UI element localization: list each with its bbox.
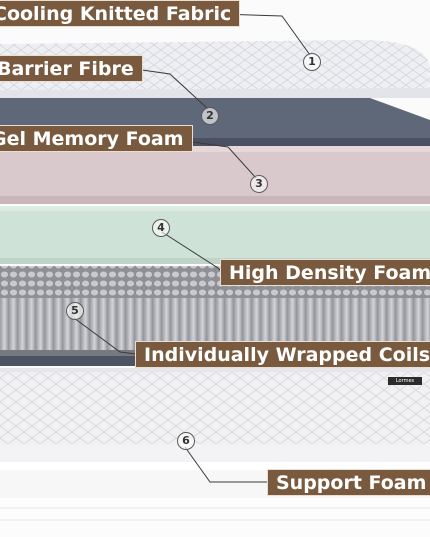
layer-number-badge: 1 bbox=[303, 53, 321, 71]
layer-label-memory-foam: Gel Memory Foam bbox=[0, 125, 193, 152]
quilted-base-layer bbox=[0, 368, 430, 444]
layer-number-badge: 2 bbox=[201, 107, 219, 125]
layer-label-wrapped-coils: Individually Wrapped Coils bbox=[135, 341, 430, 368]
layer-number-badge: 3 bbox=[250, 175, 268, 193]
leader-line-5 bbox=[73, 317, 137, 355]
high-density-foam-layer bbox=[0, 206, 430, 262]
layer-label-high-density-foam: High Density Foam bbox=[220, 259, 430, 286]
layer-label-barrier-fibre: Barrier Fibre bbox=[0, 55, 143, 82]
memory-foam-layer bbox=[0, 146, 430, 202]
layer-number-badge: 6 bbox=[177, 432, 195, 450]
layer-number-badge: 4 bbox=[152, 219, 170, 237]
layer-label-cooling-fabric: Cooling Knitted Fabric bbox=[0, 0, 241, 27]
brand-tag: Lormes bbox=[388, 377, 422, 385]
leader-line-1 bbox=[219, 13, 311, 56]
leader-line-6 bbox=[184, 446, 268, 483]
layer-label-support-foam: Support Foam bbox=[267, 469, 430, 496]
cooling-fabric-layer bbox=[0, 40, 430, 96]
layer-number-badge: 5 bbox=[66, 302, 84, 320]
